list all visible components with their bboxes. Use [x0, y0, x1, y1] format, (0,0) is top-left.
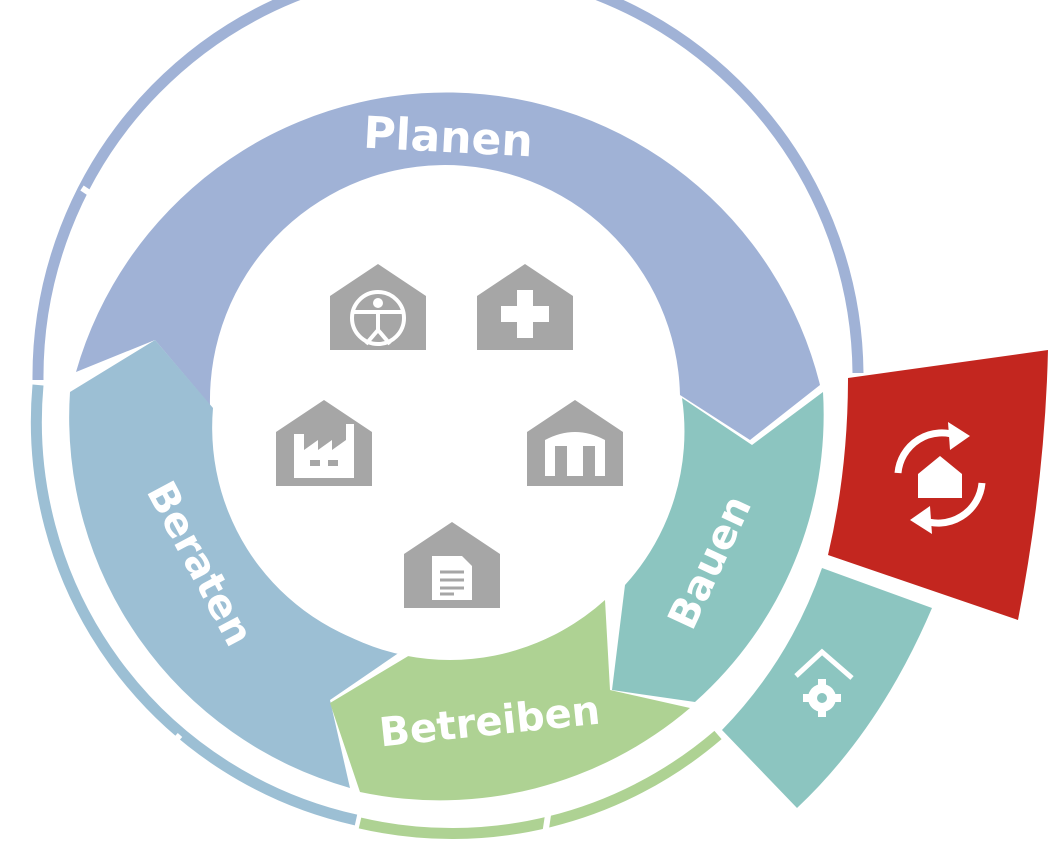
- label-planen: Planen: [362, 108, 534, 168]
- vitruvian-man-house-icon: [330, 264, 426, 350]
- outer-ring-planen: [32, 0, 864, 381]
- segment-bauen[interactable]: [612, 392, 824, 702]
- column-building-house-icon: [527, 400, 623, 486]
- factory-house-icon: [276, 400, 372, 486]
- document-house-icon: [404, 522, 500, 608]
- medical-cross-house-icon: [477, 264, 573, 350]
- house-gear-icon: [794, 648, 854, 717]
- outer-ring-gaps: [36, 2, 797, 836]
- segment-beraten[interactable]: [69, 340, 400, 788]
- segment-betreiben[interactable]: [330, 600, 690, 801]
- house-refresh-icon: [894, 422, 986, 534]
- outer-ring-beraten: [30, 384, 358, 826]
- segment-planen[interactable]: [76, 92, 820, 440]
